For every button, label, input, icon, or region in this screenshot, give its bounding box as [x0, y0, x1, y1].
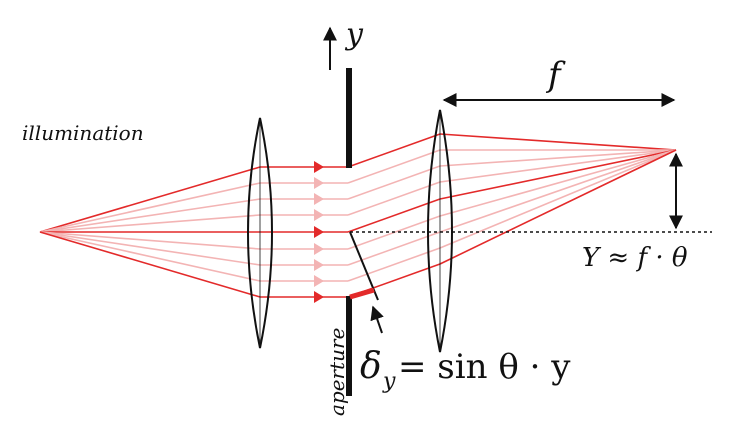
delta-equation: = sin θ · y	[398, 347, 571, 387]
converging-rays	[439, 133, 677, 265]
y-axis-label: y	[344, 17, 364, 52]
collimating-lens	[247, 117, 273, 349]
source-ray-fan	[39, 166, 261, 298]
focal-length-label: f	[545, 55, 566, 95]
illumination-label: illumination	[22, 121, 144, 145]
focusing-lens	[427, 109, 453, 353]
delta-formula: δ y = sin θ · y	[360, 346, 571, 394]
delta-symbol: δ	[360, 346, 382, 387]
delta-segment	[349, 287, 375, 300]
image-height-formula: Y ≈ f · θ	[582, 243, 688, 273]
delta-subscript: y	[382, 369, 396, 394]
aperture-plate	[346, 68, 352, 396]
ray-direction-arrows	[314, 161, 324, 303]
collimated-rays	[260, 166, 348, 298]
delta-pointer-arrow	[370, 305, 384, 334]
tilted-rays	[347, 133, 441, 298]
aperture-label: aperture	[325, 328, 349, 416]
